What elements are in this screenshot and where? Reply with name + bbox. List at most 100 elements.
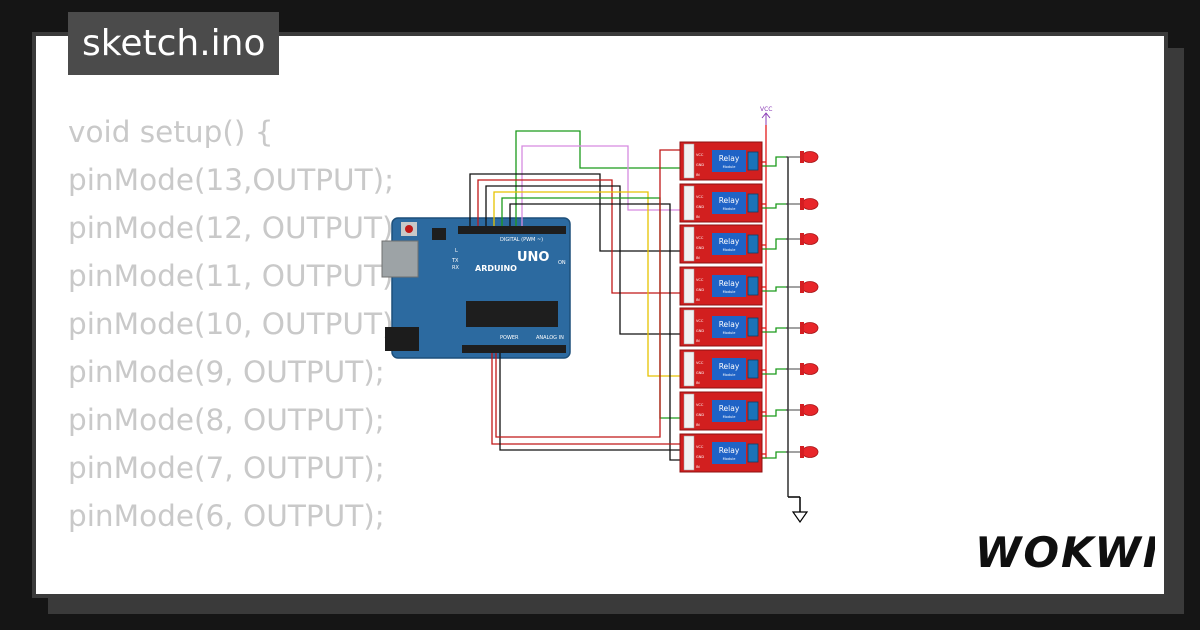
arduino-tx-label: TX — [451, 258, 459, 264]
red-led[interactable] — [786, 198, 819, 210]
code-preview: void setup() { pinMode(13,OUTPUT); pinMode… — [68, 108, 404, 594]
relay-label: Relay — [719, 196, 740, 205]
wire — [491, 353, 684, 445]
ground-symbol — [788, 496, 809, 524]
relay-pin-label: IN — [696, 339, 700, 343]
relay-label: Relay — [719, 404, 740, 413]
relay-label: Relay — [719, 154, 740, 163]
arduino-rx-label: RX — [452, 265, 459, 271]
leds — [786, 151, 819, 458]
arduino-uno-board[interactable]: ARDUINO UNO DIGITAL (PWM ~) POWER ANALOG… — [381, 217, 571, 359]
red-led[interactable] — [786, 322, 819, 334]
relay-pin-label: GND — [696, 205, 704, 209]
code-line: pinMode(6, OUTPUT); — [68, 499, 385, 533]
arduino-power-label: POWER — [500, 335, 519, 341]
relay-pin-label: VCC — [696, 195, 704, 199]
arduino-brand: ARDUINO — [475, 264, 517, 273]
relay-pin-label: IN — [696, 465, 700, 469]
relay-label: Relay — [719, 446, 740, 455]
relay-modules: RelayModuleVCCGNDINRelayModuleVCCGNDINRe… — [679, 141, 763, 473]
wires — [469, 125, 789, 497]
preview-card: void setup() { pinMode(13,OUTPUT); pinMode… — [32, 32, 1168, 598]
relay-pin-label: VCC — [696, 361, 704, 365]
relay-pin-label: GND — [696, 371, 704, 375]
relay-pin-label: GND — [696, 163, 704, 167]
code-line: pinMode(10, OUTPUT); — [68, 307, 404, 341]
relay-pin-label: VCC — [696, 403, 704, 407]
red-led[interactable] — [786, 446, 819, 458]
wire — [760, 409, 786, 417]
red-led[interactable] — [786, 233, 819, 245]
relay-pin-label: VCC — [696, 236, 704, 240]
wire — [760, 327, 786, 333]
code-line: pinMode(11, OUTPUT); — [68, 259, 404, 293]
arduino-l-label: L — [455, 248, 458, 254]
code-line: pinMode(12, OUTPUT); — [68, 211, 404, 245]
red-led[interactable] — [786, 151, 819, 163]
wire — [509, 203, 684, 461]
relay-pin-label: VCC — [696, 278, 704, 282]
wokwi-logo: WOKWI — [975, 528, 1155, 577]
code-line: pinMode(9, OUTPUT); — [68, 355, 385, 389]
arduino-analog-label: ANALOG IN — [536, 335, 564, 341]
relay-pin-label: VCC — [696, 319, 704, 323]
wire — [760, 368, 786, 375]
relay-sublabel: Module — [723, 457, 736, 461]
relay-pin-label: GND — [696, 329, 704, 333]
file-tab[interactable]: sketch.ino — [68, 12, 280, 75]
wire — [760, 156, 786, 167]
relay-sublabel: Module — [723, 207, 736, 211]
wire — [760, 286, 786, 292]
relay-sublabel: Module — [723, 248, 736, 252]
relay-pin-label: IN — [696, 173, 700, 177]
code-line: pinMode(7, OUTPUT); — [68, 451, 385, 485]
wire — [521, 145, 684, 226]
vcc-label: VCC — [760, 106, 772, 113]
file-tab-label: sketch.ino — [82, 23, 266, 64]
wire — [469, 173, 684, 252]
relay-sublabel: Module — [723, 290, 736, 294]
relay-pin-label: IN — [696, 298, 700, 302]
relay-label: Relay — [719, 320, 740, 329]
wire — [760, 451, 786, 459]
relay-pin-label: GND — [696, 455, 704, 459]
relay-pin-label: GND — [696, 246, 704, 250]
wire — [760, 203, 786, 209]
relay-label: Relay — [719, 237, 740, 246]
wire — [760, 238, 786, 250]
wire — [485, 185, 684, 335]
arduino-digital-label: DIGITAL (PWM ~) — [500, 237, 543, 243]
code-line: pinMode(13,OUTPUT); — [68, 163, 395, 197]
red-led[interactable] — [786, 363, 819, 375]
relay-pin-label: VCC — [696, 445, 704, 449]
relay-sublabel: Module — [723, 331, 736, 335]
red-led[interactable] — [786, 404, 819, 416]
relay-sublabel: Module — [723, 165, 736, 169]
wire — [499, 353, 684, 451]
relay-label: Relay — [719, 362, 740, 371]
arduino-on-label: ON — [558, 260, 566, 266]
vcc-symbol: VCC — [760, 106, 772, 125]
relay-pin-label: IN — [696, 256, 700, 260]
relay-sublabel: Module — [723, 415, 736, 419]
relay-pin-label: GND — [696, 413, 704, 417]
relay-sublabel: Module — [723, 373, 736, 377]
code-line: void setup() { — [68, 115, 274, 149]
red-led[interactable] — [786, 281, 819, 293]
arduino-model: UNO — [517, 250, 550, 265]
wire — [477, 179, 684, 294]
relay-pin-label: GND — [696, 288, 704, 292]
relay-label: Relay — [719, 279, 740, 288]
code-line: pinMode(8, OUTPUT); — [68, 403, 385, 437]
wire — [495, 149, 684, 438]
wokwi-logo-text: WOKWI — [975, 528, 1155, 577]
